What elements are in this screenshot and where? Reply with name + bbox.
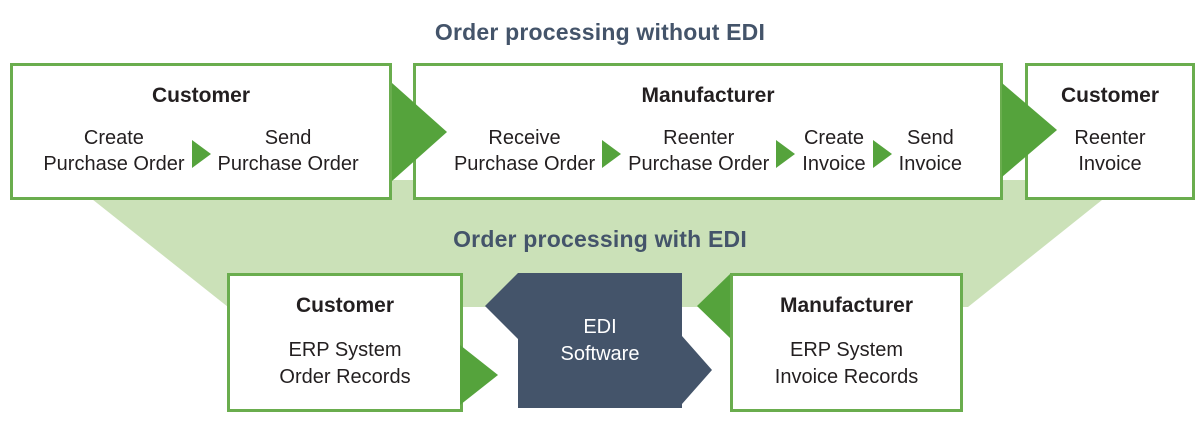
customer-steps-row: Create Purchase Order Send Purchase Orde…	[13, 125, 389, 177]
customer-erp-body: ERP System Order Records	[279, 339, 411, 388]
manufacturer-erp-box: Manufacturer ERP System Invoice Records	[730, 273, 963, 412]
step-receive-purchase-order: Receive Purchase Order	[453, 127, 596, 175]
edi-software-label: EDI Software	[560, 315, 640, 365]
manufacturer-box-heading: Manufacturer	[641, 84, 775, 107]
customer-box-heading: Customer	[151, 84, 251, 107]
step-arrow-icon	[872, 140, 892, 168]
step-arrow-icon	[602, 140, 622, 168]
step-create-purchase-order: Create Purchase Order	[43, 127, 185, 175]
step-create-invoice: Create Invoice	[802, 127, 866, 175]
customer-reenter-steps-row: Reenter Invoice	[1028, 125, 1192, 177]
flow-arrow-manufacturer-to-edi-icon	[697, 274, 730, 338]
step-send-invoice: Send Invoice	[898, 127, 963, 175]
manufacturer-box-top: Manufacturer Receive Purchase Order Reen…	[413, 63, 1003, 200]
manufacturer-steps-row: Receive Purchase Order Reenter Purchase …	[416, 125, 1000, 177]
step-reenter-purchase-order: Reenter Purchase Order	[628, 127, 770, 175]
customer-reenter-heading: Customer	[1060, 84, 1160, 107]
manufacturer-erp-body: ERP System Invoice Records	[774, 339, 919, 388]
title-without-edi: Order processing without EDI	[434, 19, 766, 45]
step-arrow-icon	[191, 140, 211, 168]
step-reenter-invoice: Reenter Invoice	[1074, 127, 1146, 175]
step-send-purchase-order: Send Purchase Order	[217, 127, 359, 175]
title-with-edi: Order processing with EDI	[453, 226, 747, 252]
customer-erp-heading: Customer	[295, 294, 395, 317]
customer-erp-box: Customer ERP System Order Records	[227, 273, 463, 412]
manufacturer-erp-heading: Manufacturer	[779, 294, 914, 317]
step-arrow-icon	[776, 140, 796, 168]
customer-box-top: Customer Create Purchase Order Send Purc…	[10, 63, 392, 200]
customer-reenter-box-top: Customer Reenter Invoice	[1025, 63, 1195, 200]
flow-arrow-customer-to-edi-icon	[460, 345, 498, 405]
